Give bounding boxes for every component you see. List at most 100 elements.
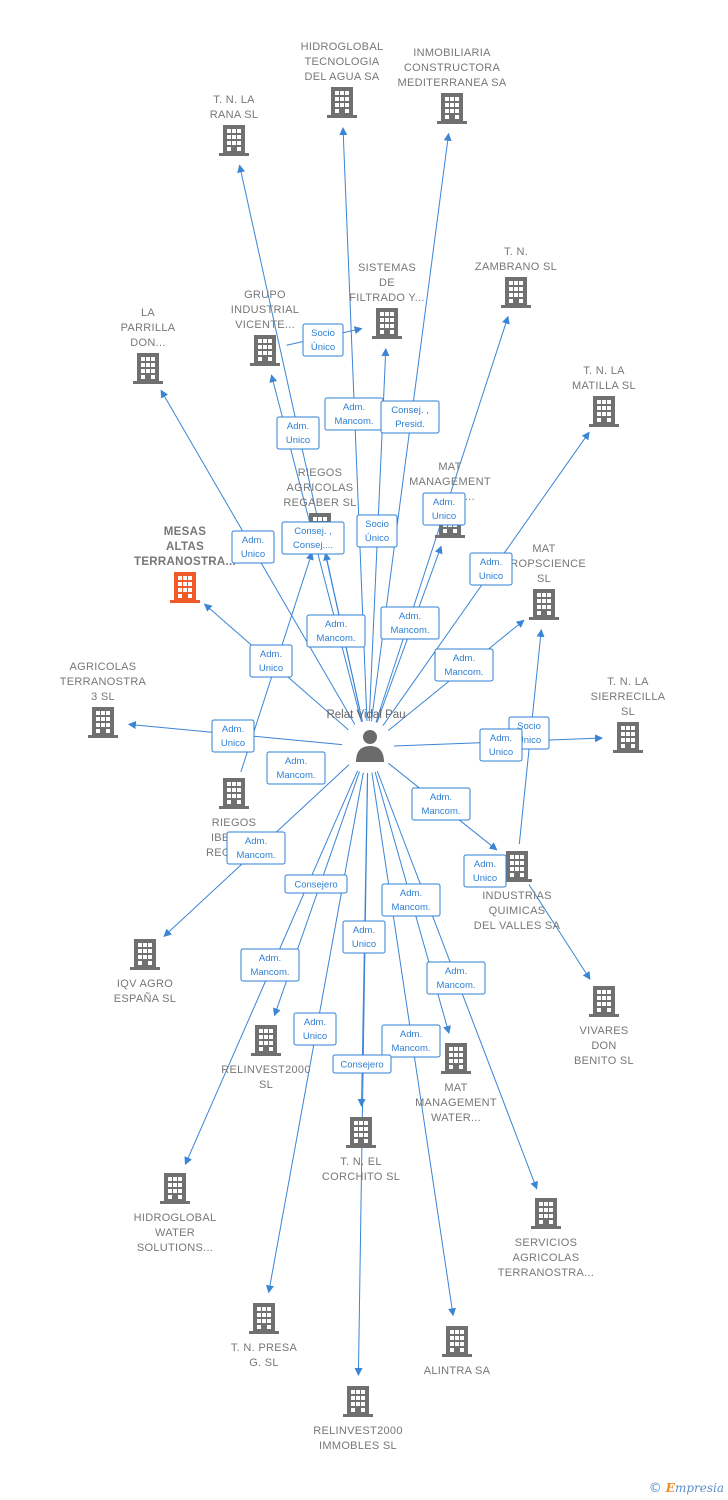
role-label-e_adm_agricolas[interactable]: Adm.Unico <box>211 719 255 753</box>
company-label-line: LA <box>141 307 155 319</box>
role-label-text: Unico <box>473 873 497 884</box>
company-node-servicios[interactable]: SERVICIOSAGRICOLASTERRANOSTRA... <box>498 1198 595 1279</box>
role-label-text: Adm. <box>287 421 309 432</box>
role-label-e_mancom_tec[interactable]: Adm.Mancom. <box>324 397 384 431</box>
building-icon <box>130 939 160 970</box>
role-label-text: Único <box>517 735 541 746</box>
role-label-e_adm_parrilla[interactable]: Adm.Unico <box>231 530 275 564</box>
company-label-line: MEDITERRANEA SA <box>397 77 506 89</box>
building-icon <box>219 125 249 156</box>
company-node-tn_corchito[interactable]: T. N. EL CORCHITO SL <box>322 1117 400 1183</box>
role-label-e_adm_mat_top[interactable]: Adm.Unico <box>422 492 466 526</box>
building-icon <box>441 1043 471 1074</box>
company-node-grupo_ind[interactable]: GRUPOINDUSTRIALVICENTE... <box>231 289 299 366</box>
building-icon <box>343 1386 373 1417</box>
role-label-e_mancom_iberica[interactable]: Adm.Mancom. <box>266 751 326 785</box>
edge-industrias-to-vivares <box>528 884 591 980</box>
role-label-e_mancom_iqv[interactable]: Adm.Mancom. <box>226 831 286 865</box>
building-icon <box>529 589 559 620</box>
role-label-e_mancom_alintra[interactable]: Adm.Mancom. <box>381 1024 441 1058</box>
company-label-line: CONSTRUCTORA <box>404 62 501 74</box>
building-icon <box>219 778 249 809</box>
role-label-e_mancom_crop[interactable]: Adm.Mancom. <box>434 648 494 682</box>
company-node-alintra[interactable]: ALINTRA SA <box>424 1326 491 1377</box>
role-label-text: Mancom. <box>444 667 483 678</box>
company-label-line: T. N. LA <box>607 676 649 688</box>
role-label-e_adm_matilla[interactable]: Adm.Unico <box>469 552 513 586</box>
company-label-line: MANAGEMENT <box>415 1097 497 1109</box>
company-label-line: T. N. EL <box>340 1156 382 1168</box>
role-label-e_mancom_mat_top[interactable]: Adm.Mancom. <box>380 606 440 640</box>
role-label-text: Mancom. <box>316 633 355 644</box>
company-node-hidroglobal_sol[interactable]: HIDROGLOBALWATERSOLUTIONS... <box>134 1173 217 1254</box>
company-label-line: IMMOBLES SL <box>319 1440 397 1452</box>
role-label-text: Adm. <box>433 497 455 508</box>
role-label-e_consej_presid[interactable]: Consej. , Presid. <box>380 400 440 434</box>
role-label-e_mancom_regaber[interactable]: Adm.Mancom. <box>306 614 366 648</box>
brand-footer[interactable]: ©Empresia <box>649 1481 724 1496</box>
company-label-line: SOLUTIONS... <box>137 1242 213 1254</box>
role-label-text: Unico <box>489 747 513 758</box>
role-label-e_mancom_servicios[interactable]: Adm.Mancom. <box>426 961 486 995</box>
building-icon <box>133 353 163 384</box>
role-label-e_adm_rana[interactable]: Adm.Unico <box>276 416 320 450</box>
role-label-text: Socio <box>517 721 541 732</box>
role-label-e_adm_mesas[interactable]: Adm.Unico <box>249 644 293 678</box>
company-label-line: T. N. LA <box>583 365 625 377</box>
role-label-e_consejero_rel[interactable]: Consejero <box>284 874 348 894</box>
company-label-line: ZAMBRANO SL <box>475 261 557 273</box>
building-icon <box>327 87 357 118</box>
company-node-parrilla[interactable]: LA PARRILLA DON... <box>121 307 176 384</box>
role-label-e_adm_sierre[interactable]: Adm.Unico <box>479 728 523 762</box>
building-icon <box>346 1117 376 1148</box>
role-label-e_consej_regaber[interactable]: Consej. ,Consej.... <box>281 521 345 555</box>
company-label-line: CORCHITO SL <box>322 1171 400 1183</box>
role-label-text: Presid. <box>395 419 425 430</box>
center-person[interactable]: Relat Vidal Pau <box>326 709 406 762</box>
company-label-line: ESPAÑA SL <box>114 992 176 1005</box>
company-node-mat_mgmt_bottom[interactable]: MATMANAGEMENTWATER... <box>415 1043 497 1124</box>
company-label-line: SERVICIOS <box>515 1237 577 1249</box>
edge-center-to-relinvest_imm <box>354 772 369 1376</box>
role-label-e_mancom_mat_bottom[interactable]: Adm.Mancom. <box>381 883 441 917</box>
company-node-tn_zambrano[interactable]: T. N.ZAMBRANO SL <box>475 246 557 308</box>
role-label-text: Adm. <box>430 792 452 803</box>
role-label-e_mancom_industrias[interactable]: Adm.Mancom. <box>411 787 471 821</box>
role-label-e_mancom_relinvest[interactable]: Adm.Mancom. <box>240 948 300 982</box>
role-label-e_adm_corchito[interactable]: Adm.Unico <box>342 920 386 954</box>
company-label-line: QUIMICAS <box>489 905 546 917</box>
role-label-text: Mancom. <box>250 967 289 978</box>
role-label-e_adm_industrias[interactable]: Adm.Unico <box>463 854 507 888</box>
role-label-e_consejero_imm[interactable]: Consejero <box>332 1054 392 1074</box>
brand-initial: E <box>665 1481 675 1495</box>
role-label-text: Mancom. <box>236 850 275 861</box>
company-label-line: DON... <box>130 337 165 349</box>
role-label-text: Adm. <box>222 724 244 735</box>
company-label-line: RELINVEST2000 <box>313 1425 403 1437</box>
company-label-line: DEL VALLES SA <box>474 920 561 932</box>
company-node-mesas_altas[interactable]: MESASALTASTERRANOSTRA... <box>134 526 236 603</box>
role-label-text: Adm. <box>445 966 467 977</box>
company-label-line: ALINTRA SA <box>424 1365 491 1377</box>
role-label-e_adm_presa[interactable]: Adm.Unico <box>293 1012 337 1046</box>
role-label-text: Consej. , <box>391 405 429 416</box>
company-label-line: PARRILLA <box>121 322 176 334</box>
company-label-line: MAT <box>532 543 555 555</box>
